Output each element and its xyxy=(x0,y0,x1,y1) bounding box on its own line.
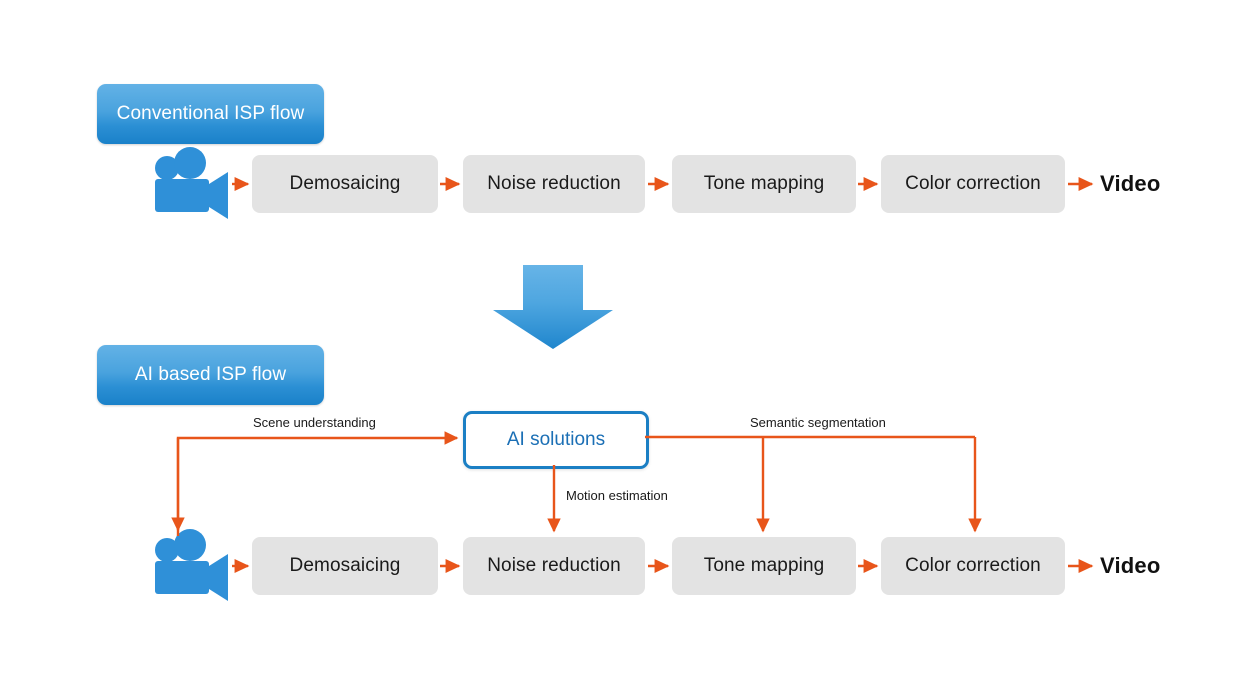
stage-box-demosaicing-top: Demosaicing xyxy=(252,155,438,213)
annotation-scene-understanding: Scene understanding xyxy=(253,415,376,430)
section-title-ai-based: AI based ISP flow xyxy=(97,345,324,405)
video-camera-icon-bottom xyxy=(155,529,228,601)
section-title-conventional: Conventional ISP flow xyxy=(97,84,324,144)
down-arrow-icon xyxy=(493,265,613,349)
stage-box-noise-reduction-top: Noise reduction xyxy=(463,155,645,213)
stage-box-tone-mapping-top: Tone mapping xyxy=(672,155,856,213)
output-label-video-bottom: Video xyxy=(1100,553,1161,578)
stage-box-noise-reduction-bottom: Noise reduction xyxy=(463,537,645,595)
annotation-semantic-segmentation: Semantic segmentation xyxy=(750,415,886,430)
output-label-video-top: Video xyxy=(1100,171,1161,196)
video-camera-icon-top xyxy=(155,147,228,219)
ai-solutions-box: AI solutions xyxy=(463,411,649,469)
stage-box-tone-mapping-bottom: Tone mapping xyxy=(672,537,856,595)
stage-box-color-correction-bottom: Color correction xyxy=(881,537,1065,595)
connector-scene-understanding-in xyxy=(176,431,459,536)
stage-box-color-correction-top: Color correction xyxy=(881,155,1065,213)
stage-box-demosaicing-bottom: Demosaicing xyxy=(252,537,438,595)
annotation-motion-estimation: Motion estimation xyxy=(566,488,668,503)
